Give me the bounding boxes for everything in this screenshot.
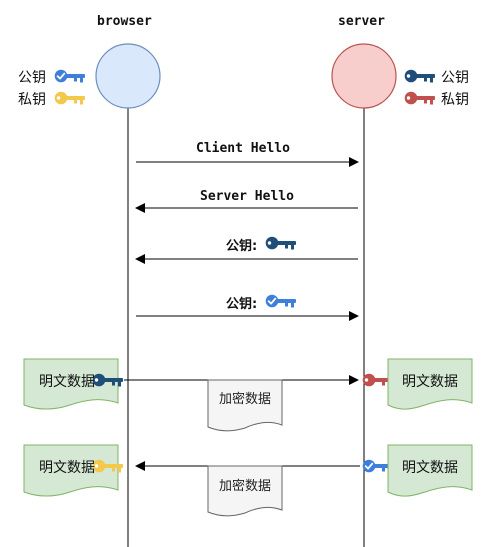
row2-encrypted-shape <box>207 465 283 517</box>
server-private-key-label: 私钥 <box>441 92 469 108</box>
browser-circle <box>95 43 161 109</box>
row1-encrypted-label: 加密数据 <box>218 392 271 407</box>
server-hello-label: Server Hello <box>200 189 294 204</box>
row1-left-doc-label: 明文数据 <box>39 374 95 390</box>
row1-left-doc-shape <box>23 358 119 410</box>
server-circle <box>331 43 397 109</box>
row1-right-doc-label: 明文数据 <box>402 374 458 390</box>
server-public-key-label: 公钥 <box>441 70 469 86</box>
browser-public-key-icon <box>54 69 86 83</box>
client-hello-label: Client Hello <box>196 141 290 156</box>
browser-private-key-icon <box>54 91 85 105</box>
browser-private-key-label: 私钥 <box>18 92 46 108</box>
client-pubkey-label: 公钥: <box>226 297 258 312</box>
server-public-key-msg-icon <box>265 236 296 250</box>
server-public-key-icon <box>404 69 435 83</box>
browser-title: browser <box>97 14 152 29</box>
browser-public-key-label: 公钥 <box>18 70 46 86</box>
row1-encrypted-shape <box>207 379 283 432</box>
browser-public-key-msg-icon <box>265 294 297 308</box>
row2-right-doc-label: 明文数据 <box>402 460 458 476</box>
row2-encrypted-label: 加密数据 <box>218 479 271 494</box>
row2-right-doc-shape <box>387 444 473 497</box>
row2-left-doc-shape <box>23 444 119 497</box>
server-pubkey-label: 公钥: <box>226 239 258 254</box>
server-title: server <box>338 14 385 29</box>
row2-left-doc-label: 明文数据 <box>39 460 95 476</box>
server-private-key-icon <box>404 91 435 105</box>
row1-right-doc-shape <box>387 358 473 410</box>
